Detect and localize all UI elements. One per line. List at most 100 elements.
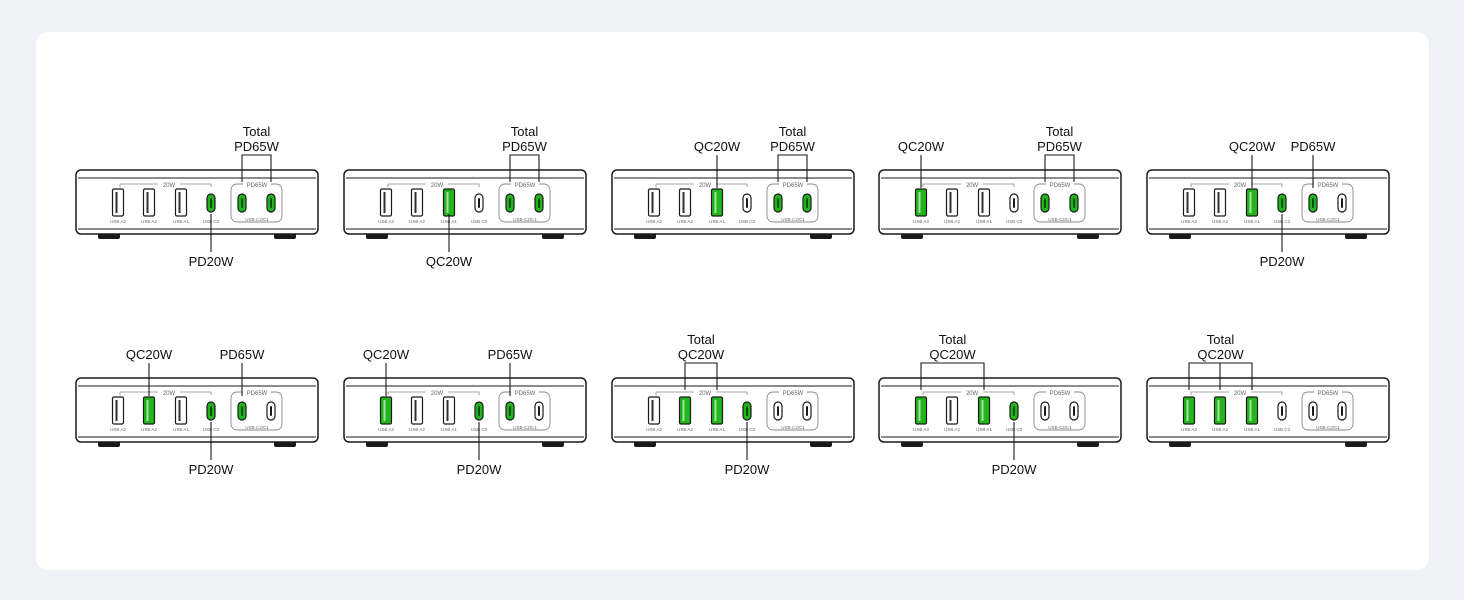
usb-a-port-tongue <box>714 192 717 213</box>
group-label-bg <box>1314 388 1342 396</box>
usb-a-port-tongue <box>1249 400 1252 421</box>
callout-label-power: QC20W <box>678 347 725 362</box>
port-label: USB A3 <box>1181 427 1197 432</box>
usb-a-port-tongue <box>446 192 449 213</box>
usb-c-port-tongue <box>538 198 540 208</box>
callout-label: PD20W <box>1260 254 1306 269</box>
group-label-20w: 20W <box>163 391 176 397</box>
group-label-20w: 20W <box>699 391 712 397</box>
port-label: USB A2 <box>944 219 960 224</box>
usb-a-port <box>174 396 188 425</box>
usb-c-group-label: USB-C2/C1 <box>513 217 537 222</box>
callout-label: QC20W <box>1229 139 1276 154</box>
callout-label: PD20W <box>189 254 235 269</box>
port-label: USB A1 <box>173 219 189 224</box>
usb-c-port-tongue <box>509 198 511 208</box>
group-label-bg <box>961 180 983 188</box>
usb-a-port-tongue <box>1186 192 1189 213</box>
group-label-bg <box>1046 180 1074 188</box>
group-label-bg <box>694 388 716 396</box>
callout-label: PD20W <box>189 462 235 477</box>
port-label: USB A3 <box>913 427 929 432</box>
group-label-bg <box>511 388 539 396</box>
usb-a-port-tongue <box>714 400 717 421</box>
callout-label-power: PD65W <box>770 139 816 154</box>
group-label-20w: 20W <box>163 183 176 189</box>
usb-a-port-tongue <box>1217 192 1220 213</box>
usb-c-group-label: USB-C2/C1 <box>781 425 805 430</box>
usb-c-port-tongue <box>1044 406 1046 416</box>
callout-label: QC20W <box>426 254 473 269</box>
port-label: USB A1 <box>709 219 725 224</box>
usb-a-port-tongue <box>146 400 149 421</box>
usb-a-port <box>142 188 156 217</box>
port-label: USB A2 <box>409 427 425 432</box>
port-label: USB A1 <box>1244 219 1260 224</box>
usb-a-port-tongue <box>949 192 952 213</box>
callout-label: PD65W <box>488 347 534 362</box>
callout-label-power: PD65W <box>234 139 280 154</box>
port-label: USB A1 <box>1244 427 1260 432</box>
group-label-pd65w: PD65W <box>1050 391 1071 397</box>
callout-label-power: QC20W <box>1197 347 1244 362</box>
usb-c-port-tongue <box>241 406 243 416</box>
usb-c-port-tongue <box>478 198 480 208</box>
usb-c-port-tongue <box>1013 406 1015 416</box>
usb-a-port <box>442 188 456 217</box>
callout-bracket <box>509 154 540 182</box>
group-label-pd65w: PD65W <box>1050 183 1071 189</box>
group-label-20w: 20W <box>1234 183 1247 189</box>
group-label-pd65w: PD65W <box>247 391 268 397</box>
usb-c-port-tongue <box>1013 198 1015 208</box>
usb-a-port-tongue <box>446 400 449 421</box>
port-label: USB A2 <box>409 219 425 224</box>
usb-a-port-tongue <box>383 192 386 213</box>
port-label: USB A2 <box>141 427 157 432</box>
usb-a-port-tongue <box>682 400 685 421</box>
usb-a-port <box>945 396 959 425</box>
diagram-card <box>36 32 1429 570</box>
usb-c-port-tongue <box>746 198 748 208</box>
usb-a-port <box>1182 188 1196 217</box>
port-label: USB A2 <box>1212 427 1228 432</box>
usb-a-port-tongue <box>414 192 417 213</box>
callout-label: QC20W <box>363 347 410 362</box>
port-label: USB A1 <box>709 427 725 432</box>
usb-c-port-tongue <box>1073 198 1075 208</box>
usb-c-port-tongue <box>777 406 779 416</box>
usb-a-port <box>1245 396 1259 425</box>
group-label-pd65w: PD65W <box>515 183 536 189</box>
port-label: USB A3 <box>1181 219 1197 224</box>
usb-c-group-label: USB-C2/C1 <box>1048 217 1072 222</box>
callout-label: PD20W <box>725 462 771 477</box>
usb-a-port <box>442 396 456 425</box>
usb-c-port-tongue <box>1341 406 1343 416</box>
group-label-bg <box>158 180 180 188</box>
usb-a-port <box>1213 188 1227 217</box>
group-label-pd65w: PD65W <box>783 183 804 189</box>
port-label: USB A3 <box>913 219 929 224</box>
usb-c-port-tongue <box>210 406 212 416</box>
callout-label: QC20W <box>126 347 173 362</box>
usb-c-port-tongue <box>210 198 212 208</box>
usb-c-port-tongue <box>1341 198 1343 208</box>
usb-a-port <box>945 188 959 217</box>
usb-c-port-tongue <box>806 406 808 416</box>
callout-bracket <box>1044 154 1075 182</box>
usb-c-port-tongue <box>270 406 272 416</box>
port-label: USB A3 <box>378 427 394 432</box>
usb-a-port <box>1182 396 1196 425</box>
usb-a-port <box>111 396 125 425</box>
usb-c-port-tongue <box>1281 198 1283 208</box>
usb-c-port-tongue <box>1073 406 1075 416</box>
port-label: USB A1 <box>173 427 189 432</box>
usb-a-port <box>678 188 692 217</box>
group-label-bg <box>1229 388 1251 396</box>
usb-c-port-tongue <box>806 198 808 208</box>
port-label: USB A3 <box>110 427 126 432</box>
usb-a-port <box>914 188 928 217</box>
